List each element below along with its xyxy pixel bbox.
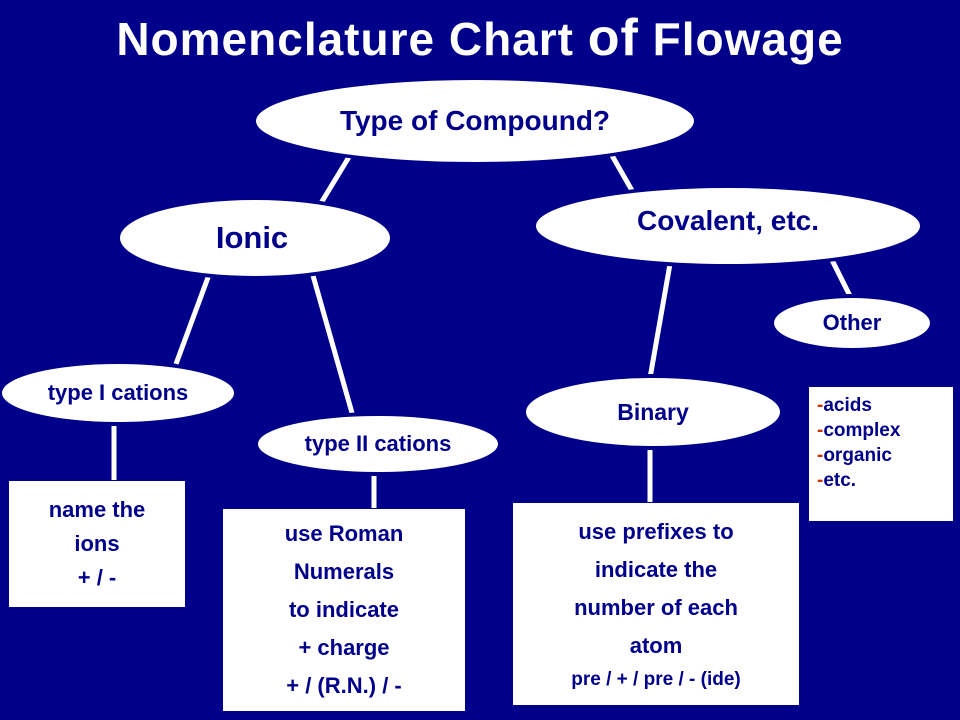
title-part-2: of	[587, 9, 639, 67]
title-part-3: Flowage	[638, 13, 844, 65]
node-label: Covalent, etc.	[636, 205, 820, 236]
connector-covalent-binary	[647, 263, 673, 379]
node-other: Other	[770, 294, 934, 352]
box-line: ions	[74, 531, 120, 556]
box-line: name the	[48, 497, 146, 522]
title-part-1: Nomenclature Chart	[116, 13, 588, 65]
box-line: Numerals	[293, 559, 395, 584]
node-label: Binary	[617, 398, 689, 425]
box-binary-rule: use prefixes to indicate the number of e…	[512, 502, 800, 706]
list-item-label: organic	[823, 445, 892, 466]
node-type-i-cations: type I cations	[0, 360, 238, 426]
connector-ionic-type1	[173, 271, 213, 365]
box-type-i-rule: name the ions + / -	[8, 480, 186, 608]
chart-title: Nomenclature Chart of Flowage	[0, 8, 960, 68]
connector-ionic-type2	[309, 271, 357, 421]
node-label: type I cations	[47, 380, 189, 405]
node-covalent: Covalent, etc.	[532, 184, 924, 268]
list-item-label: acids	[823, 395, 872, 416]
list-item: -complex	[817, 420, 901, 441]
node-label: type II cations	[304, 431, 452, 456]
node-type-of-compound: Type of Compound?	[252, 76, 698, 166]
list-item-label: complex	[823, 420, 901, 441]
list-item: -etc.	[817, 470, 857, 491]
box-line: use Roman	[284, 521, 404, 546]
node-binary: Binary	[522, 374, 784, 450]
list-item-label: etc.	[823, 470, 857, 491]
box-line: + charge	[298, 635, 390, 660]
node-ionic: Ionic	[116, 196, 394, 280]
connector-root-covalent	[607, 150, 637, 196]
box-line: indicate the	[594, 557, 718, 582]
list-item: -acids	[817, 395, 872, 416]
box-line: number of each	[574, 595, 738, 620]
box-line: + / -	[77, 565, 117, 590]
box-line: atom	[629, 633, 683, 658]
list-item: -organic	[817, 445, 892, 466]
box-other-list: -acids -complex -organic -etc.	[808, 386, 954, 522]
node-label: Ionic	[215, 220, 289, 255]
box-type-ii-rule: use Roman Numerals to indicate + charge …	[222, 508, 466, 712]
connector-root-ionic	[315, 150, 355, 210]
node-type-ii-cations: type II cations	[254, 412, 502, 476]
box-line: + / (R.N.) / -	[286, 673, 402, 698]
node-label: Other	[822, 310, 882, 335]
box-formula: pre / + / pre / - (ide)	[571, 669, 741, 690]
box-line: use prefixes to	[578, 519, 734, 544]
box-line: to indicate	[288, 597, 399, 622]
node-label: Type of Compound?	[339, 105, 611, 136]
